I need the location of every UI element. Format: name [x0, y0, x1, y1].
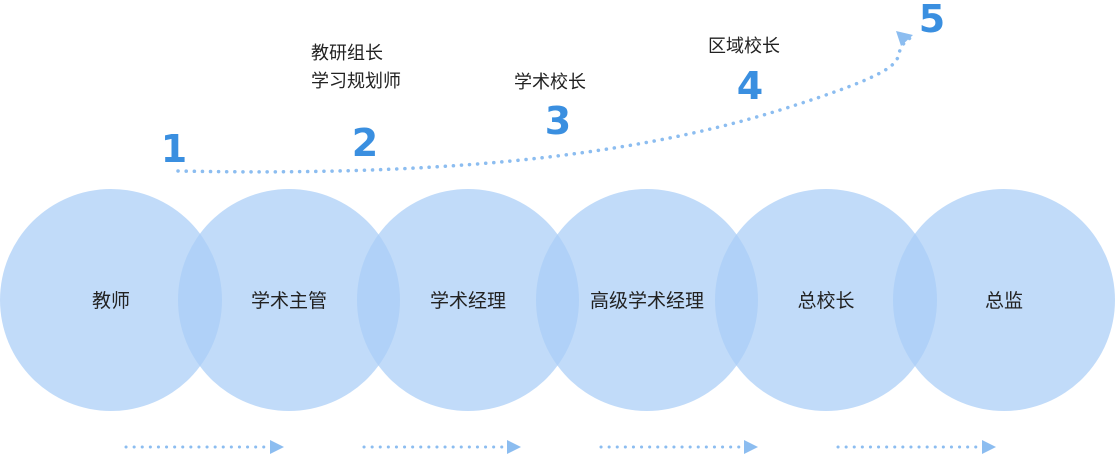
progress-arrow-4: [836, 440, 996, 454]
progress-arrow-2-head-icon: [507, 440, 521, 454]
growth-curve-arrowhead-icon: [896, 31, 913, 46]
stage-circle-1: [0, 189, 222, 411]
stage-labels: 教师 学术主管 学术经理 高级学术经理 总校长 总监: [92, 290, 1023, 312]
progress-arrow-2: [362, 440, 521, 454]
stage-label-3: 学术经理: [430, 290, 506, 312]
progress-arrow-4-head-icon: [982, 440, 996, 454]
milestone-title-2-line-1: 教研组长: [311, 43, 383, 64]
milestone-titles: 教研组长 学习规划师 学术校长 区域校长: [311, 36, 780, 93]
stage-label-5: 总校长: [797, 290, 854, 312]
growth-curve-line: [176, 36, 912, 174]
milestone-number-2: 2: [352, 121, 378, 165]
milestone-numbers: 1 2 3 4 5: [161, 0, 945, 171]
progress-arrow-1-head-icon: [270, 440, 284, 454]
progress-arrow-3: [599, 440, 758, 454]
stage-circle-5: [715, 189, 937, 411]
milestone-title-2-line-2: 学习规划师: [311, 71, 401, 92]
stage-circle-6: [893, 189, 1115, 411]
stage-circle-2: [178, 189, 400, 411]
growth-curve: [176, 31, 913, 174]
progress-arrows: [124, 440, 996, 454]
stage-circle-3: [357, 189, 579, 411]
milestone-number-3: 3: [545, 99, 571, 143]
stage-circle-4: [536, 189, 758, 411]
stage-label-6: 总监: [985, 290, 1023, 312]
stage-label-2: 学术主管: [251, 290, 327, 312]
stage-label-1: 教师: [92, 290, 130, 312]
stage-label-4: 高级学术经理: [590, 290, 704, 312]
milestone-number-1: 1: [161, 127, 187, 171]
progress-arrow-1: [124, 440, 284, 454]
stage-circles: [0, 189, 1115, 411]
milestone-number-4: 4: [737, 64, 763, 108]
progress-arrow-3-head-icon: [744, 440, 758, 454]
milestone-title-4: 区域校长: [708, 36, 780, 57]
milestone-title-3: 学术校长: [514, 72, 586, 93]
milestone-number-5: 5: [919, 0, 945, 41]
